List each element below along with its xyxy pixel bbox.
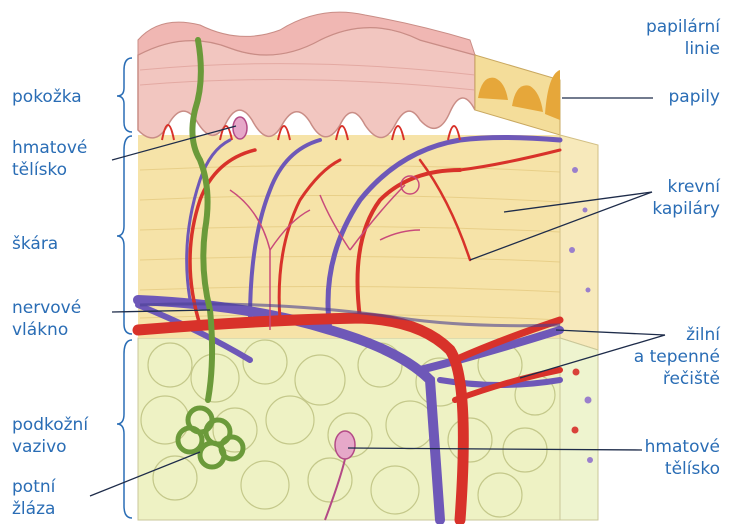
label-line: vazivo xyxy=(12,436,88,458)
label-pokozka: pokožka xyxy=(12,86,82,108)
label-line: vlákno xyxy=(12,319,81,341)
label-line: řečiště xyxy=(634,368,720,390)
label-line: kapiláry xyxy=(652,198,720,220)
label-line: a tepenné xyxy=(634,346,720,368)
tactile-body-papilla-icon xyxy=(233,117,247,139)
label-krevni-kapilary: krevní kapiláry xyxy=(652,176,720,220)
label-line: krevní xyxy=(652,176,720,198)
label-line: potní xyxy=(12,476,55,498)
label-line: žláza xyxy=(12,498,55,520)
label-line: hmatové xyxy=(12,137,87,159)
label-nervove-vlakno: nervové vlákno xyxy=(12,297,81,341)
label-potni-zlaza: potní žláza xyxy=(12,476,55,520)
subcutis-layer xyxy=(138,338,560,520)
dermis-side xyxy=(560,135,598,350)
label-line: linie xyxy=(646,38,720,60)
label-skara: škára xyxy=(12,233,58,255)
label-hmatove-telisko-bottom: hmatové tělísko xyxy=(645,436,720,480)
label-podkozni-vazivo: podkožní vazivo xyxy=(12,414,88,458)
label-line: tělísko xyxy=(645,458,720,480)
label-line: papilární xyxy=(646,16,720,38)
label-line: hmatové xyxy=(645,436,720,458)
label-papily: papily xyxy=(668,86,720,108)
label-line: podkožní xyxy=(12,414,88,436)
tactile-body-lower-icon xyxy=(335,431,355,459)
label-line: tělísko xyxy=(12,159,87,181)
label-line: žilní xyxy=(634,324,720,346)
label-papilarni-linie: papilární linie xyxy=(646,16,720,60)
layer-brackets xyxy=(117,58,132,518)
subcutis-side xyxy=(560,338,598,520)
label-line: nervové xyxy=(12,297,81,319)
label-hmatove-telisko-top: hmatové tělísko xyxy=(12,137,87,181)
label-zilni-tepenne-reciste: žilní a tepenné řečiště xyxy=(634,324,720,390)
